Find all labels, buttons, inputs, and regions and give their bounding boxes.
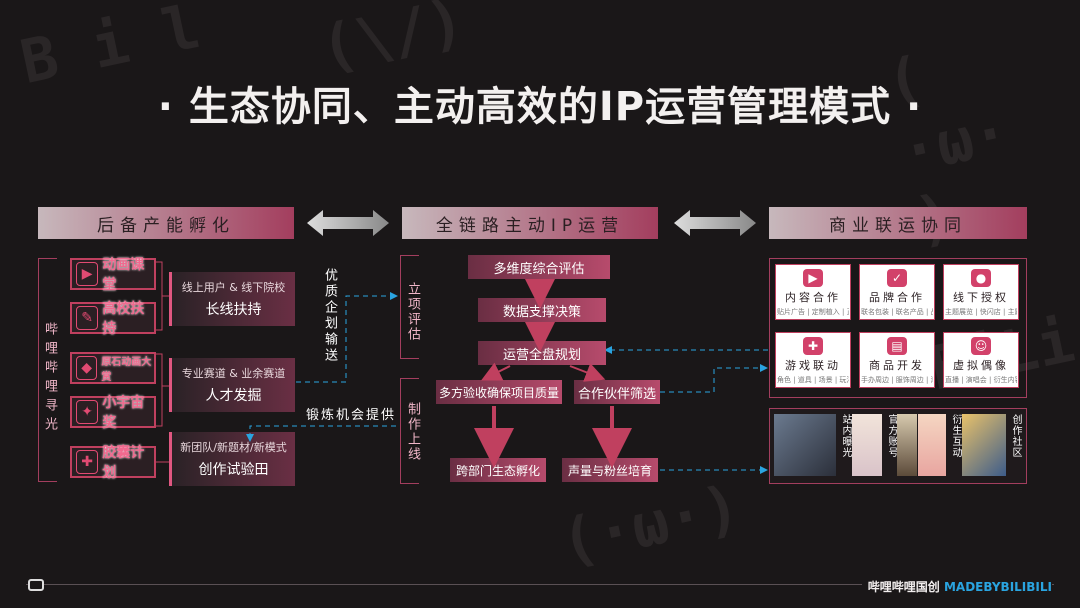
location-icon: ● xyxy=(971,269,991,287)
gem-icon: ◆ xyxy=(76,356,98,380)
source-detail: 专业赛道 & 业余赛道 xyxy=(181,367,286,380)
source-detail: 新团队/新题材/新模式 xyxy=(180,441,287,454)
play-icon: ▶ xyxy=(76,262,99,286)
tile-title: 品牌合作 xyxy=(869,291,925,304)
source-talent-discovery: 专业赛道 & 业余赛道 人才发掘 xyxy=(169,358,295,412)
source-title: 创作试验田 xyxy=(198,462,269,478)
section-header-ip-operation: 全链路主动IP运营 xyxy=(402,207,658,239)
tile-title: 内容合作 xyxy=(785,291,841,304)
phase-label-production: 制作上线 xyxy=(405,402,420,462)
capsule-icon: ✚ xyxy=(76,450,99,474)
tile-subtitle: 贴片广告 | 定制植入 | 正片联动 xyxy=(777,308,849,316)
footer-divider xyxy=(26,584,1054,585)
brace-connectors xyxy=(156,261,170,463)
footer-brand: 哔哩哔哩国创 MADEBYBILIBILI xyxy=(861,578,1052,595)
source-detail: 线上用户 & 线下院校 xyxy=(181,281,286,294)
star-icon: ✦ xyxy=(76,400,99,424)
source-experiment-field: 新团队/新题材/新模式 创作试验田 xyxy=(169,432,295,486)
phase-bracket-production xyxy=(400,378,419,484)
step-partner-selection: 合作伙伴筛选 xyxy=(574,380,660,404)
pen-icon: ✎ xyxy=(76,306,99,330)
tile-subtitle: 主题展览 | 快闪店 | 主题餐厅 xyxy=(945,308,1017,316)
tile-virtual-idol: ☺ 虚拟偶像 直播 | 演唱会 | 衍生内容 | 品牌代言 xyxy=(943,332,1019,388)
screenshot-thumb xyxy=(962,414,1006,476)
tile-offline-license: ● 线下授权 主题展览 | 快闪店 | 主题餐厅 xyxy=(943,264,1019,320)
phase-bracket-evaluation xyxy=(400,255,419,359)
double-arrow-icon xyxy=(307,210,389,236)
step-evaluation: 多维度综合评估 xyxy=(468,255,610,279)
tile-title: 线下授权 xyxy=(953,291,1009,304)
business-panel xyxy=(769,258,1027,398)
program-label: 原石动画大赏 xyxy=(101,357,152,383)
screenshot-thumb xyxy=(897,414,917,476)
flow-label-planning-delivery: 优质企划输送 xyxy=(322,268,337,364)
tile-brand-cooperation: ✓ 品牌合作 联名包装 | 联名产品 | 品牌联动 xyxy=(859,264,935,320)
screenshot-thumb xyxy=(774,414,836,476)
program-label: 动画课堂 xyxy=(102,257,145,293)
tile-subtitle: 联名包装 | 联名产品 | 品牌联动 xyxy=(861,308,933,316)
source-longterm-support: 线上用户 & 线下院校 长线扶持 xyxy=(169,272,295,326)
cart-icon: ▤ xyxy=(887,337,907,355)
step-quality-check: 多方验收确保项目质量 xyxy=(436,380,562,404)
source-title: 长线扶持 xyxy=(205,302,262,318)
page-title: · 生态协同、主动高效的IP运营管理模式 · xyxy=(157,84,923,130)
badge-icon: ✓ xyxy=(887,269,907,287)
community-label: 官方账号 xyxy=(886,414,897,458)
tile-title: 游戏联动 xyxy=(785,359,841,372)
tile-merch-dev: ▤ 商品开发 手办周边 | 服饰周边 | 潮玩周边 xyxy=(859,332,935,388)
idol-icon: ☺ xyxy=(971,337,991,355)
program-university-support: ✎ 高校扶持 xyxy=(70,301,156,337)
section-header-commercial: 商业联运协同 xyxy=(769,207,1027,239)
tile-subtitle: 角色 | 道具 | 场景 | 玩法植入 xyxy=(777,376,849,384)
community-label: 创作社区 xyxy=(1010,414,1021,458)
program-universe-award: ✦ 小宇宙奖 xyxy=(70,395,156,431)
footer-brand-cn: 哔哩哔哩国创 xyxy=(867,580,940,594)
program-animation-class: ▶ 动画课堂 xyxy=(70,257,156,293)
tile-subtitle: 直播 | 演唱会 | 衍生内容 | 品牌代言 xyxy=(945,376,1017,384)
program-label: 小宇宙奖 xyxy=(102,395,145,431)
tile-title: 商品开发 xyxy=(869,359,925,372)
tile-content-cooperation: ▶ 内容合作 贴片广告 | 定制植入 | 正片联动 xyxy=(775,264,851,320)
flow-label-training: 锻炼机会提供 xyxy=(306,408,397,423)
source-title: 人才发掘 xyxy=(205,388,262,404)
phase-label-evaluation: 立项评估 xyxy=(405,282,420,342)
program-bracket xyxy=(38,258,57,482)
tile-title: 虚拟偶像 xyxy=(953,359,1009,372)
gamepad-icon: ✚ xyxy=(803,337,823,355)
tile-game-collab: ✚ 游戏联动 角色 | 道具 | 场景 | 玩法植入 xyxy=(775,332,851,388)
community-label: 衍生互动 xyxy=(950,414,961,458)
program-label: 胶囊计划 xyxy=(102,445,145,481)
program-capsule-plan: ✚ 胶囊计划 xyxy=(70,445,156,481)
tv-icon xyxy=(28,579,44,591)
community-label: 站内曝光 xyxy=(840,414,851,458)
program-label: 高校扶持 xyxy=(102,301,145,337)
screenshot-thumb xyxy=(918,414,946,476)
section-header-incubation: 后备产能孵化 xyxy=(38,207,294,239)
screenshot-thumb xyxy=(852,414,882,476)
video-icon: ▶ xyxy=(803,269,823,287)
program-vertical-label: 哔哩哔哩寻光 xyxy=(42,322,57,436)
program-gem-award: ◆ 原石动画大赏 xyxy=(70,352,156,384)
double-arrow-icon xyxy=(674,210,756,236)
tile-subtitle: 手办周边 | 服饰周边 | 潮玩周边 xyxy=(861,376,933,384)
footer-brand-en: MADEBYBILIBILI xyxy=(943,580,1052,594)
